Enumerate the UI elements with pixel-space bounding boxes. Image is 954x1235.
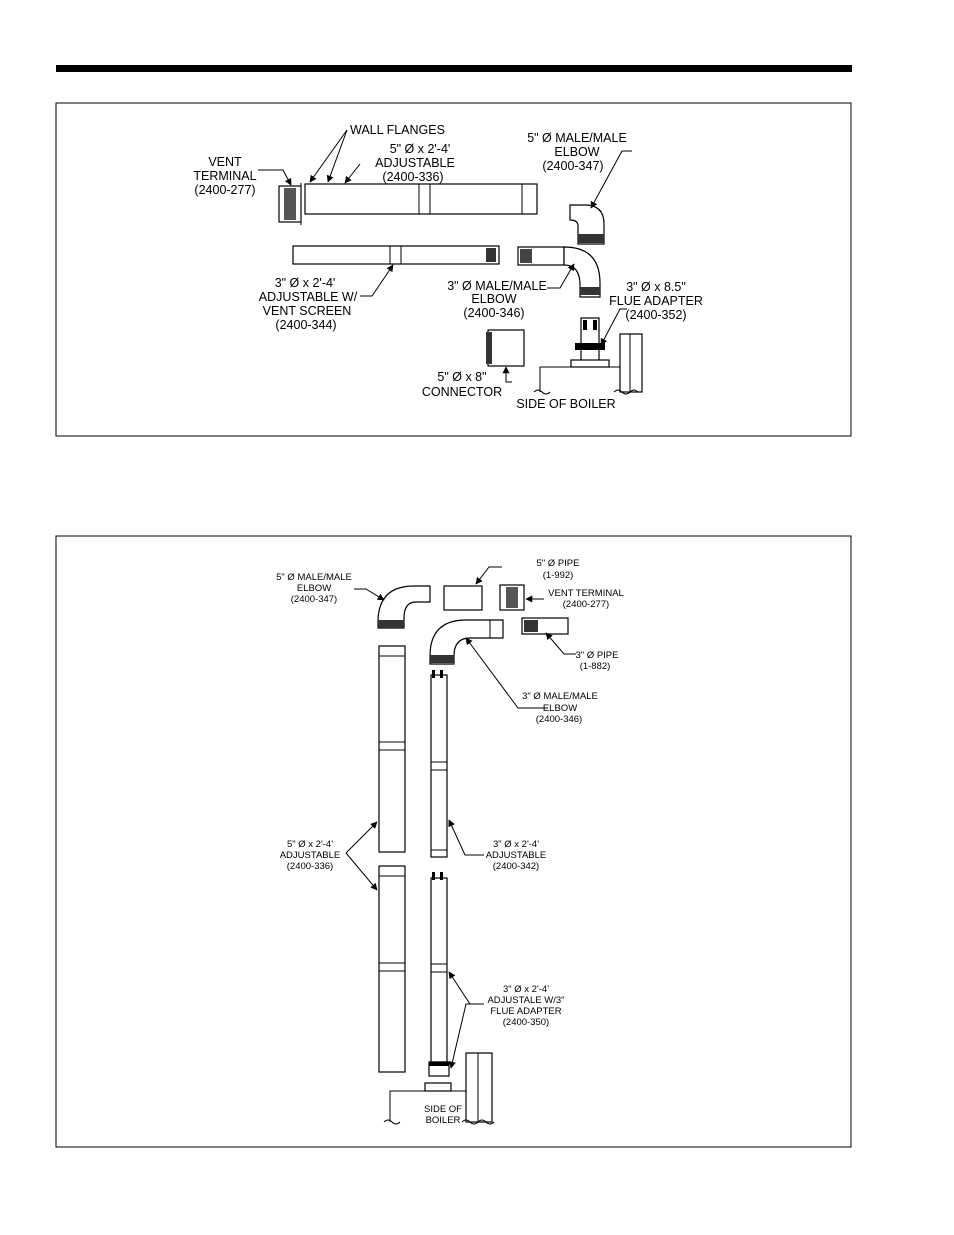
figure-2-frame bbox=[55, 535, 852, 1148]
label-v-elbow-5in-size: 5" Ø MALE/MALE bbox=[276, 572, 352, 583]
figure-1-horizontal-venting: WALL FLANGES 5" Ø x 2'-4' ADJUSTABLE (24… bbox=[55, 102, 852, 437]
label-adjustable-5in-size: 5" Ø x 2'-4' bbox=[390, 142, 451, 156]
adjustable-3in-upper bbox=[430, 670, 448, 858]
label-v-pipe-5in: 5" Ø PIPE bbox=[537, 558, 580, 569]
label-v-flue-adapter: FLUE ADAPTER bbox=[490, 1006, 561, 1017]
label-v-elbow-5in-part: (2400-347) bbox=[291, 594, 337, 605]
adjustable-3in-lower bbox=[428, 872, 450, 1077]
label-v-vent-terminal: VENT TERMINAL bbox=[548, 588, 624, 599]
label-v-adjustable-3in: ADJUSTABLE bbox=[486, 850, 547, 861]
label-v-boiler: BOILER bbox=[426, 1115, 461, 1126]
label-adjustable-3in: ADJUSTABLE W/ bbox=[259, 290, 358, 304]
adjustable-3in-part bbox=[292, 245, 500, 265]
label-v-elbow-3in-size: 3" Ø MALE/MALE bbox=[522, 691, 598, 702]
label-flue-adapter-part: (2400-352) bbox=[625, 308, 686, 322]
label-elbow-5in-part: (2400-347) bbox=[542, 159, 603, 173]
label-v-flue-adj-part: (2400-350) bbox=[503, 1017, 549, 1028]
boiler-side-1 bbox=[533, 333, 643, 395]
label-elbow-3in: ELBOW bbox=[471, 292, 516, 306]
label-adjustable-3in-size: 3" Ø x 2'-4' bbox=[275, 276, 336, 290]
label-flue-adapter: FLUE ADAPTER bbox=[609, 294, 703, 308]
vent-terminal-part-v bbox=[499, 584, 525, 611]
label-v-flue-adj-size: 3" Ø x 2'-4' bbox=[503, 984, 549, 995]
label-elbow-5in: ELBOW bbox=[554, 145, 599, 159]
flue-adapter-part bbox=[570, 317, 610, 368]
label-flue-adapter-size: 3" Ø x 8.5" bbox=[626, 280, 686, 294]
label-connector: CONNECTOR bbox=[422, 385, 502, 399]
label-connector-size: 5" Ø x 8" bbox=[437, 370, 486, 384]
boiler-side-2 bbox=[383, 1052, 495, 1125]
label-vent-screen: VENT SCREEN bbox=[263, 304, 352, 318]
label-terminal: TERMINAL bbox=[193, 169, 256, 183]
adjustable-5in-part bbox=[304, 183, 538, 215]
label-adjustable-5in: ADJUSTABLE bbox=[375, 156, 455, 170]
label-v-pipe-3in: 3" Ø PIPE bbox=[576, 650, 619, 661]
label-v-flue-adj: ADJUSTALE W/3" bbox=[487, 995, 564, 1006]
label-v-elbow-3in: ELBOW bbox=[543, 703, 577, 714]
adjustable-5in-lower bbox=[378, 865, 406, 1073]
elbow-5in-part bbox=[569, 204, 605, 245]
pipe-5in-part bbox=[443, 585, 483, 611]
figure-2-vertical-venting: 5" Ø MALE/MALE ELBOW (2400-347) 5" Ø PIP… bbox=[55, 535, 852, 1148]
header-rule bbox=[56, 65, 852, 72]
label-elbow-5in-size: 5" Ø MALE/MALE bbox=[527, 131, 627, 145]
figure-1-frame bbox=[55, 102, 852, 437]
adjustable-5in-upper bbox=[378, 645, 406, 853]
label-adjustable-3in-part: (2400-344) bbox=[275, 318, 336, 332]
pipe-3in-part bbox=[521, 617, 569, 635]
label-v-adjustable-5in-size: 5" Ø x 2'-4' bbox=[287, 839, 333, 850]
label-vent: VENT bbox=[208, 155, 242, 169]
label-v-adjustable-3in-part: (2400-342) bbox=[493, 861, 539, 872]
elbow-5in-part-v bbox=[377, 585, 431, 629]
label-v-adjustable-5in: ADJUSTABLE bbox=[280, 850, 341, 861]
connector-part bbox=[486, 329, 525, 367]
label-vent-terminal-part: (2400-277) bbox=[194, 183, 255, 197]
label-v-adjustable-5in-part: (2400-336) bbox=[287, 861, 333, 872]
label-adjustable-5in-part: (2400-336) bbox=[382, 170, 443, 184]
label-v-vent-terminal-part: (2400-277) bbox=[563, 599, 609, 610]
label-v-pipe-5in-part: (1-992) bbox=[543, 570, 574, 581]
vent-terminal-part bbox=[278, 183, 302, 225]
label-v-elbow-3in-part: (2400-346) bbox=[536, 714, 582, 725]
label-v-elbow-5in: ELBOW bbox=[297, 583, 331, 594]
label-v-adjustable-3in-size: 3" Ø x 2'-4' bbox=[493, 839, 539, 850]
label-wall-flanges: WALL FLANGES bbox=[350, 123, 445, 137]
label-v-pipe-3in-part: (1-882) bbox=[580, 661, 611, 672]
elbow-3in-part-v bbox=[429, 619, 504, 665]
label-elbow-3in-part: (2400-346) bbox=[463, 306, 524, 320]
label-v-side-of: SIDE OF bbox=[424, 1104, 462, 1115]
label-side-of-boiler: SIDE OF BOILER bbox=[516, 397, 615, 411]
label-elbow-3in-size: 3" Ø MALE/MALE bbox=[447, 279, 547, 293]
